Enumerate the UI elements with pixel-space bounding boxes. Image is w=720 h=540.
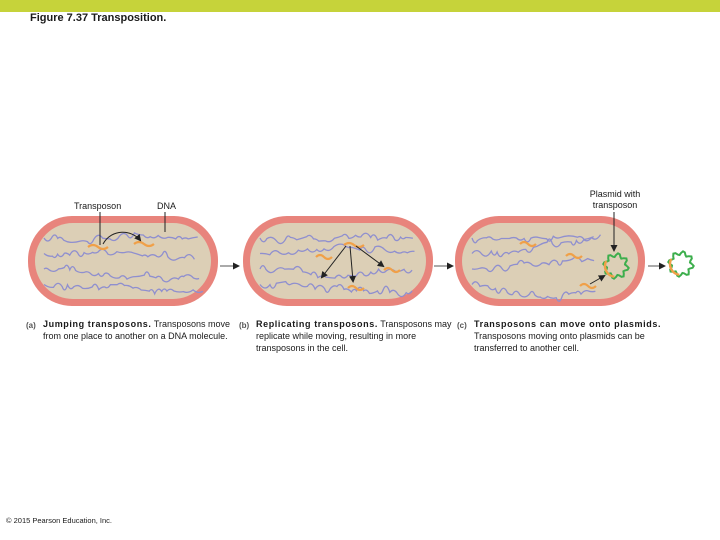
plasmid-label: Plasmid with transposon	[584, 189, 646, 211]
caption-text: Transposons may replicate while moving, …	[256, 319, 452, 353]
transposon-segment	[579, 282, 597, 290]
transposon-segment	[565, 252, 583, 260]
copyright-credit: © 2015 Pearson Education, Inc.	[6, 516, 113, 525]
transposon-segment	[383, 266, 401, 274]
plasmid-label-line2: transposon	[592, 200, 638, 210]
top-accent-bar	[0, 0, 720, 12]
transposon-segment	[347, 284, 365, 292]
transposon-segment	[343, 241, 365, 249]
figure-title: Figure 7.37 Transposition.	[30, 12, 167, 24]
plasmid-transposon	[603, 260, 615, 279]
transposon-segment	[87, 243, 109, 251]
dna-label: DNA	[157, 201, 177, 211]
cell-a	[28, 216, 218, 306]
caption-a: (a) Jumping transposons. Transposons mov…	[26, 318, 248, 342]
dna-strand	[471, 234, 602, 302]
caption-tag: (b)	[239, 321, 250, 330]
caption-tag: (a)	[26, 321, 36, 330]
replicate-arrow	[349, 245, 357, 283]
dna-strand	[43, 232, 204, 296]
caption-title: Transposons can move onto plasmids.	[474, 319, 662, 329]
to-plasmid-arrow	[589, 275, 606, 285]
caption-b: (b) Replicating transposons. Transposons…	[239, 318, 454, 354]
caption-text: Transposons move from one place to anoth…	[43, 319, 231, 341]
caption-c: (c) Transposons can move onto plasmids. …	[457, 318, 689, 354]
plasmid-in-cell	[602, 252, 630, 280]
cell-b	[243, 216, 433, 306]
caption-tag: (c)	[457, 321, 467, 330]
replicate-arrow	[355, 245, 385, 268]
caption-text: Transposons moving onto plasmids can be …	[474, 331, 645, 353]
transposon-segment	[133, 240, 155, 248]
plasmid-label-line1: Plasmid with	[589, 189, 641, 199]
caption-title: Jumping transposons.	[43, 319, 152, 329]
dna-strand	[259, 232, 415, 298]
replicate-arrow	[320, 245, 347, 279]
transposon-segment	[519, 240, 537, 248]
free-plasmid	[667, 250, 695, 278]
plasmid-ring	[667, 250, 695, 278]
caption-title: Replicating transposons.	[256, 319, 378, 329]
transposon-segment	[315, 253, 333, 261]
jump-arrow	[102, 231, 142, 245]
cell-c	[455, 216, 645, 306]
plasmid-transposon	[668, 258, 680, 277]
transposon-label: Transposon	[74, 201, 122, 211]
